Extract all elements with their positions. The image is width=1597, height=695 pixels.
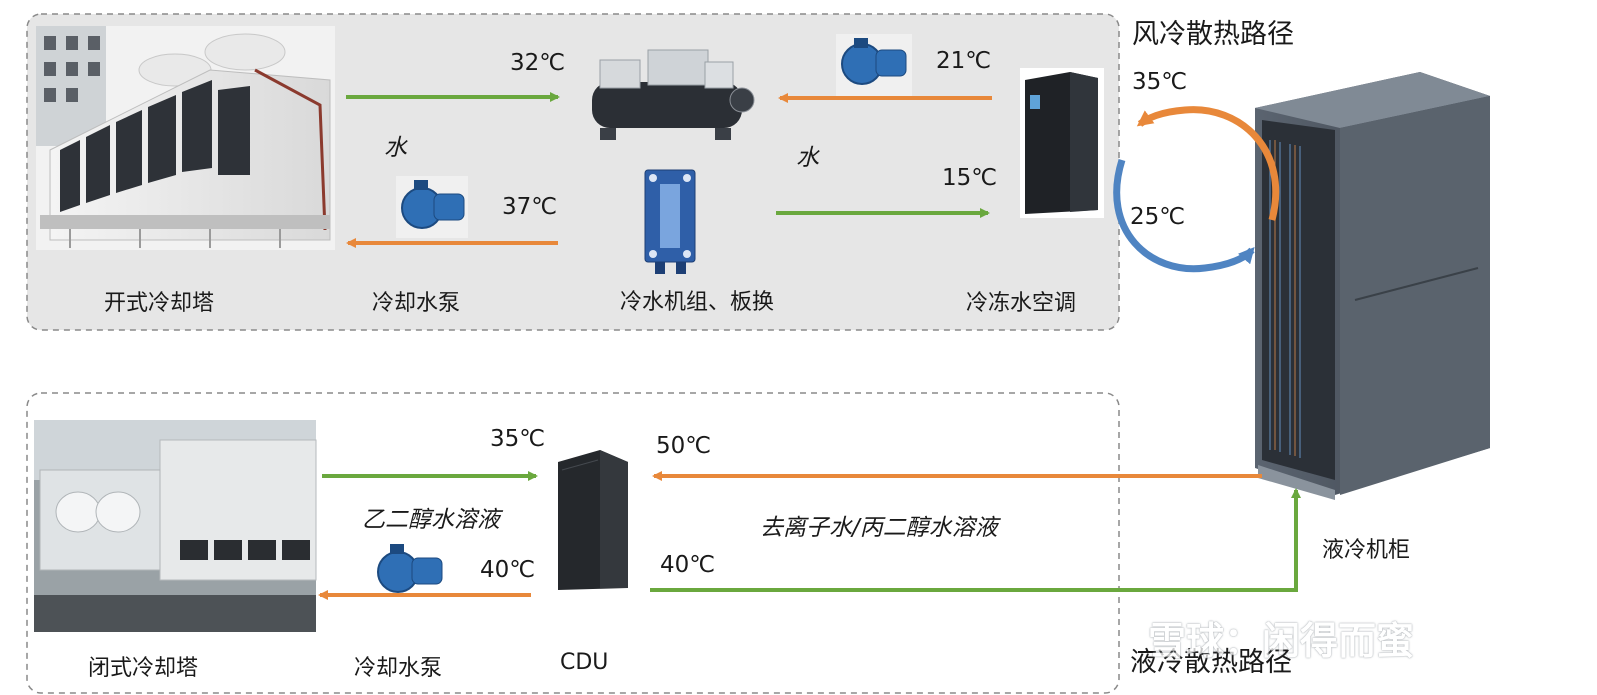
watermark-text: 雪球：闲得而蜜 [1148, 619, 1415, 663]
pump-top-image [836, 34, 912, 96]
arrow-cold-air-supply [1113, 158, 1255, 273]
medium-glycol: 乙二醇水溶液 [362, 507, 500, 533]
temp-to-crac: 15℃ [942, 165, 998, 191]
temp-cold-air: 25℃ [1130, 204, 1186, 230]
temp-to-open-tower: 37℃ [502, 194, 558, 220]
liquid-path-title: 液冷散热路径 [1130, 647, 1292, 678]
cdu-image [558, 450, 628, 590]
arrow-cdu-to-rack [650, 488, 1301, 592]
temp-to-cdu: 35℃ [490, 426, 546, 452]
arrow-hot-air-return [1136, 106, 1280, 221]
medium-coolant: 去离子水/丙二醇水溶液 [760, 515, 998, 541]
pump-left-image [396, 176, 468, 238]
temp-from-crac: 21℃ [936, 48, 992, 74]
caption-crac: 冷冻水空调 [966, 291, 1077, 316]
temp-from-rack: 50℃ [656, 433, 712, 459]
temp-hot-air: 35℃ [1132, 69, 1188, 95]
temp-to-closed-tower: 40℃ [480, 557, 536, 583]
plate-heat-exchanger-image [644, 169, 696, 274]
caption-cdu: CDU [560, 650, 609, 675]
caption-cooling-pump-top: 冷却水泵 [372, 291, 461, 316]
medium-right-water: 水 [796, 145, 819, 171]
crac-unit-image [1020, 68, 1104, 218]
caption-chiller-exchanger: 冷水机组、板换 [620, 290, 775, 315]
air-path-title: 风冷散热路径 [1132, 19, 1294, 50]
open-cooling-tower-image [36, 26, 335, 250]
pump-liquid-image [372, 540, 448, 600]
chiller-unit-image [592, 49, 755, 140]
temp-to-chiller: 32℃ [510, 50, 566, 76]
caption-closed-cooling-tower: 闭式冷却塔 [88, 656, 199, 681]
liquid-cooling-rack-image [1255, 72, 1490, 500]
medium-left-water: 水 [384, 135, 407, 161]
caption-liquid-rack: 液冷机柜 [1322, 538, 1411, 563]
caption-cooling-pump-bottom: 冷却水泵 [354, 656, 443, 681]
closed-cooling-tower-image [34, 420, 317, 632]
caption-open-cooling-tower: 开式冷却塔 [104, 291, 215, 316]
temp-to-rack: 40℃ [660, 552, 716, 578]
